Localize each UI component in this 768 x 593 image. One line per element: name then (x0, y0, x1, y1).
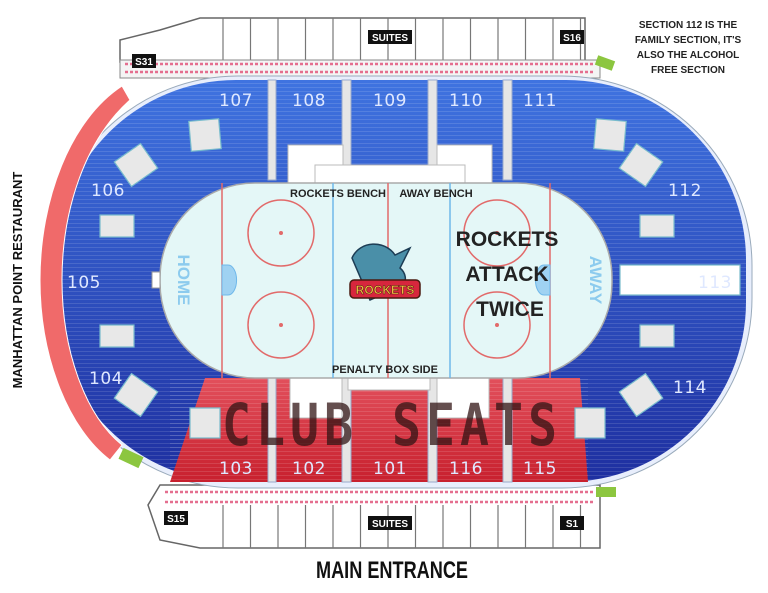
promo-line: TWICE (476, 298, 544, 321)
suite-s15-label[interactable]: S15 (167, 514, 185, 525)
away-label: AWAY (586, 256, 605, 305)
section-112[interactable]: 112 (668, 181, 702, 201)
section-115[interactable]: 115 (523, 459, 557, 479)
restaurant-label: MANHATTAN POINT RESTAURANT (10, 172, 25, 389)
section-106[interactable]: 106 (91, 181, 125, 201)
family-section-note: SECTION 112 IS THE FAMILY SECTION, IT'S … (635, 20, 742, 76)
suite-s1-label[interactable]: S1 (566, 519, 579, 530)
note-line: FREE SECTION (651, 65, 725, 76)
section-108[interactable]: 108 (292, 91, 326, 111)
section-101[interactable]: 101 (373, 459, 407, 479)
section-111[interactable]: 111 (523, 91, 557, 111)
logo-text: ROCKETS (356, 283, 415, 297)
suites-top-label: SUITES (372, 33, 408, 44)
rockets-bench-label: ROCKETS BENCH (290, 188, 386, 200)
sections-top: 107 108 109 110 111 (219, 91, 557, 111)
suite-s16-label[interactable]: S16 (563, 33, 581, 44)
accessible-seating (118, 55, 616, 497)
section-113[interactable]: 113 (698, 273, 732, 293)
away-bench-label: AWAY BENCH (399, 188, 472, 200)
promo-text: ROCKETS ATTACK TWICE (456, 228, 559, 321)
section-110[interactable]: 110 (449, 91, 483, 111)
note-line: SECTION 112 IS THE (639, 20, 738, 31)
section-104[interactable]: 104 (89, 369, 123, 389)
penalty-box-label: PENALTY BOX SIDE (332, 364, 438, 376)
sections-bottom: 103 102 101 116 115 (219, 459, 557, 479)
section-103[interactable]: 103 (219, 459, 253, 479)
main-entrance-label: MAIN ENTRANCE (316, 557, 468, 584)
note-line: FAMILY SECTION, IT'S (635, 35, 742, 46)
promo-line: ATTACK (465, 263, 548, 286)
promo-line: ROCKETS (456, 228, 559, 251)
home-label: HOME (174, 255, 193, 306)
sections-left: 106 105 104 (67, 181, 125, 389)
section-102[interactable]: 102 (292, 459, 326, 479)
sections-right: 112 113 114 (668, 181, 732, 398)
section-116[interactable]: 116 (449, 459, 483, 479)
stairwells (99, 118, 741, 439)
note-line: ALSO THE ALCOHOL (637, 50, 739, 61)
rockets-logo: ROCKETS (349, 243, 421, 301)
suites-bottom-label: SUITES (372, 519, 408, 530)
section-109[interactable]: 109 (373, 91, 407, 111)
suite-s31-label[interactable]: S31 (135, 57, 153, 68)
section-105[interactable]: 105 (67, 273, 101, 293)
section-114[interactable]: 114 (673, 378, 707, 398)
section-107[interactable]: 107 (219, 91, 253, 111)
restaurant-seating (39, 85, 131, 461)
club-seats-label: CLUB SEATS (222, 391, 562, 459)
suites-top[interactable] (119, 17, 601, 79)
